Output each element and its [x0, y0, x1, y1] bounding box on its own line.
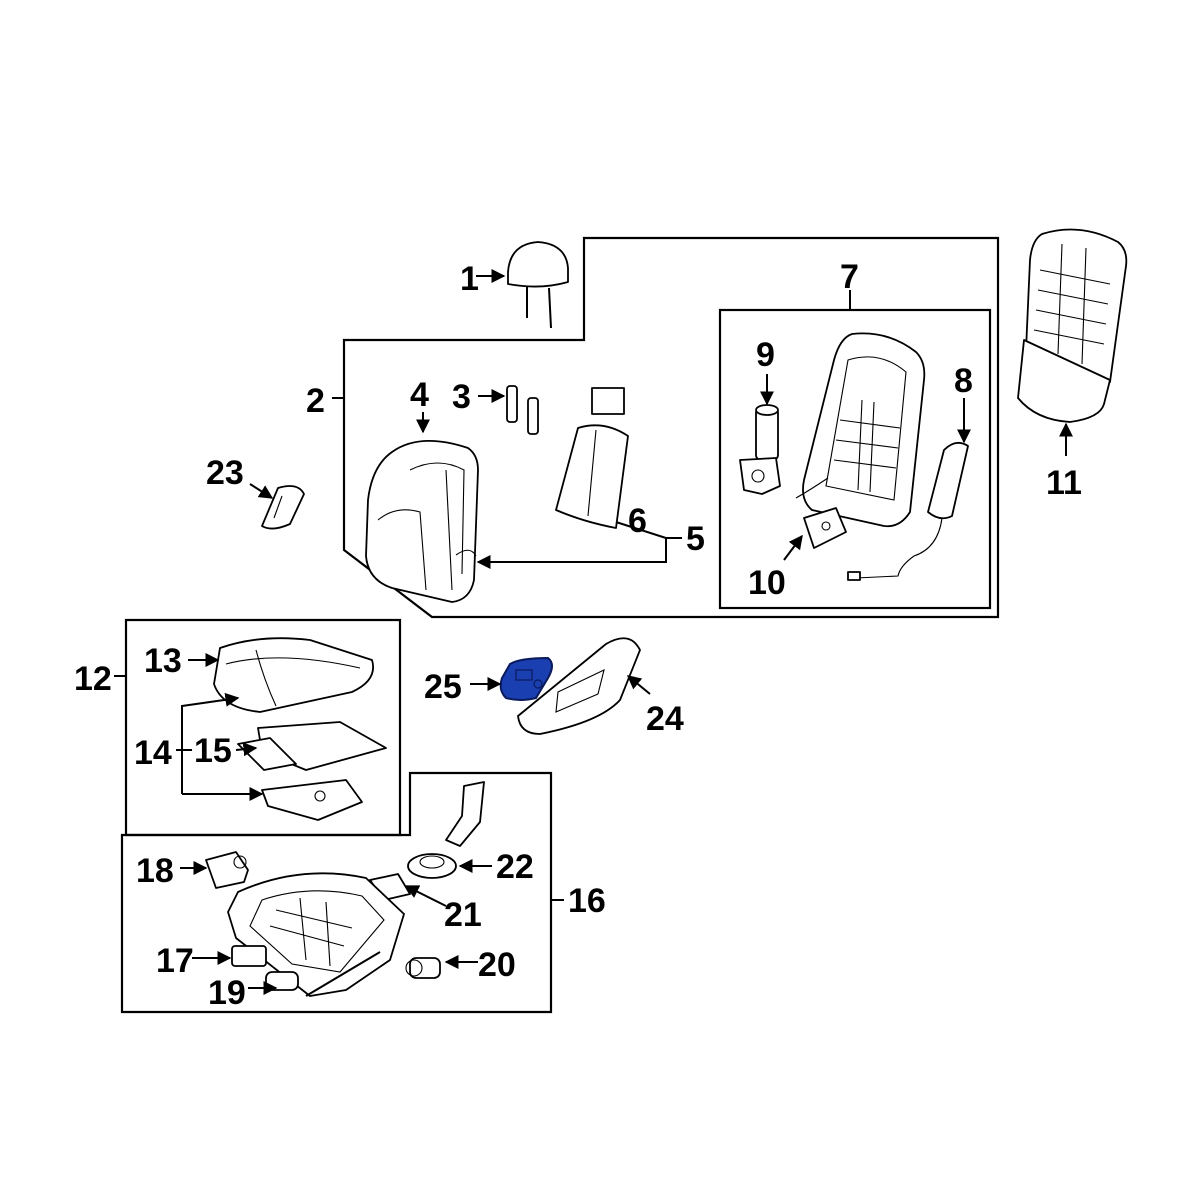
callout-24: 24 — [646, 700, 684, 738]
callout-5: 5 — [686, 520, 705, 558]
cushion-cover-part — [213, 637, 374, 713]
callout-13: 13 — [144, 642, 182, 680]
recliner-latch-part — [803, 507, 847, 549]
back-board-part — [1017, 228, 1128, 423]
lumbar-pump-part — [407, 853, 457, 879]
side-airbag-part — [847, 441, 969, 581]
callout-22: 22 — [496, 848, 534, 886]
track-bracket-part — [445, 781, 485, 847]
cushion-pad-part — [237, 721, 387, 771]
frame-group-box — [718, 308, 992, 610]
callout-20: 20 — [478, 946, 516, 984]
headrest-guide-part — [506, 385, 539, 435]
side-shield-part — [517, 637, 641, 735]
callout-14: 14 — [134, 734, 172, 772]
callout-17: 17 — [156, 942, 194, 980]
callout-19: 19 — [208, 974, 246, 1012]
callout-18: 18 — [136, 852, 174, 890]
callout-2: 2 — [306, 382, 325, 420]
callout-3: 3 — [452, 378, 471, 416]
callout-9: 9 — [756, 336, 775, 374]
track-motor-part — [205, 851, 249, 889]
callout-15: 15 — [194, 732, 232, 770]
callout-11: 11 — [1046, 464, 1082, 502]
callout-8: 8 — [954, 362, 973, 400]
callout-10: 10 — [748, 564, 786, 602]
wire-harness — [795, 477, 829, 499]
seatback-frame-part — [802, 332, 926, 528]
seatback-group-outline — [342, 236, 1000, 619]
callout-16: 16 — [568, 882, 606, 920]
callout-4: 4 — [410, 376, 429, 414]
seatback-cover-part — [365, 440, 479, 603]
callout-labels: 1 2 3 4 5 6 7 8 9 10 11 12 13 14 15 16 1… — [74, 258, 1082, 1012]
seatback-panel-part — [555, 387, 629, 529]
tilt-motor-part — [405, 957, 441, 979]
lumbar-switch-part — [261, 485, 305, 530]
track-group-outline — [120, 771, 553, 1014]
callout-12: 12 — [74, 660, 112, 698]
callout-23: 23 — [206, 454, 244, 492]
headrest-part — [507, 241, 569, 329]
callout-1: 1 — [460, 260, 479, 298]
callout-7: 7 — [840, 258, 859, 296]
leader-lines — [114, 269, 1073, 995]
callout-21: 21 — [444, 896, 482, 934]
cushion-heater-part — [261, 779, 363, 821]
seat-module-part — [231, 945, 267, 967]
callout-6: 6 — [628, 502, 647, 540]
callout-25: 25 — [424, 668, 462, 706]
seat-track-frame-part — [227, 872, 405, 997]
power-seat-switch-part — [499, 656, 553, 701]
recliner-motor-part — [739, 404, 781, 495]
